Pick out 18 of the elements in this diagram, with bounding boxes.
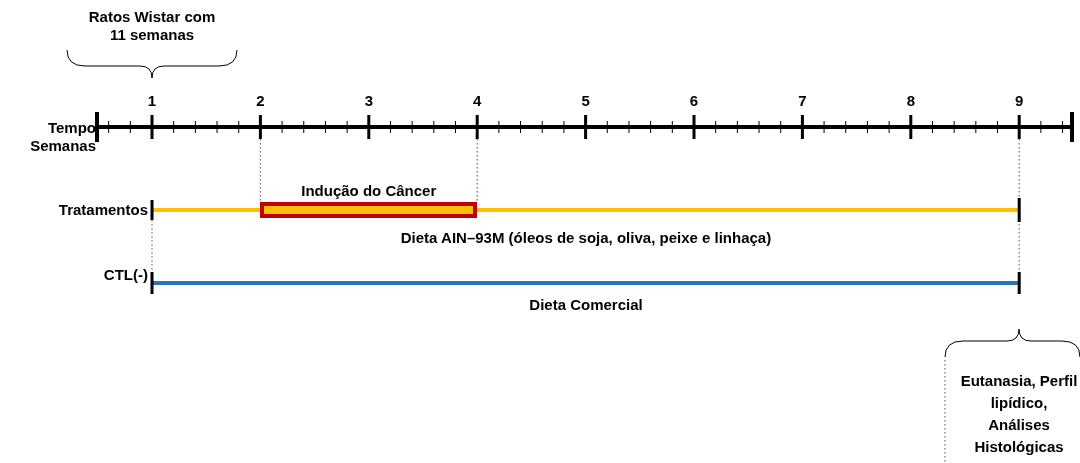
bar-label: Dieta AIN–93M (óleos de soja, oliva, peixe e linhaça): [399, 229, 773, 247]
week-number: 7: [797, 92, 808, 110]
week-number: 1: [146, 92, 158, 110]
week-number: 5: [580, 92, 591, 110]
week-number: 8: [905, 92, 916, 110]
week-number: 4: [472, 92, 483, 110]
week-number: 3: [363, 92, 374, 110]
axis-label: Tempo Semanas: [30, 119, 96, 155]
week-number: 2: [255, 92, 266, 110]
note-text: Ratos Wistar com 11 semanas: [87, 8, 217, 44]
bar-label: Indução do Câncer: [300, 182, 438, 200]
row-label: CTL(-): [102, 266, 148, 284]
bar-label: Dieta Comercial: [528, 296, 644, 314]
week-number: 6: [688, 92, 700, 110]
row-label: Tratamentos: [57, 201, 148, 219]
week-number: 9: [1014, 92, 1025, 110]
note-text: Eutanasia, Perfil lipídico, Análises Histológicas: [960, 371, 1078, 457]
induction-bar: [260, 202, 478, 218]
